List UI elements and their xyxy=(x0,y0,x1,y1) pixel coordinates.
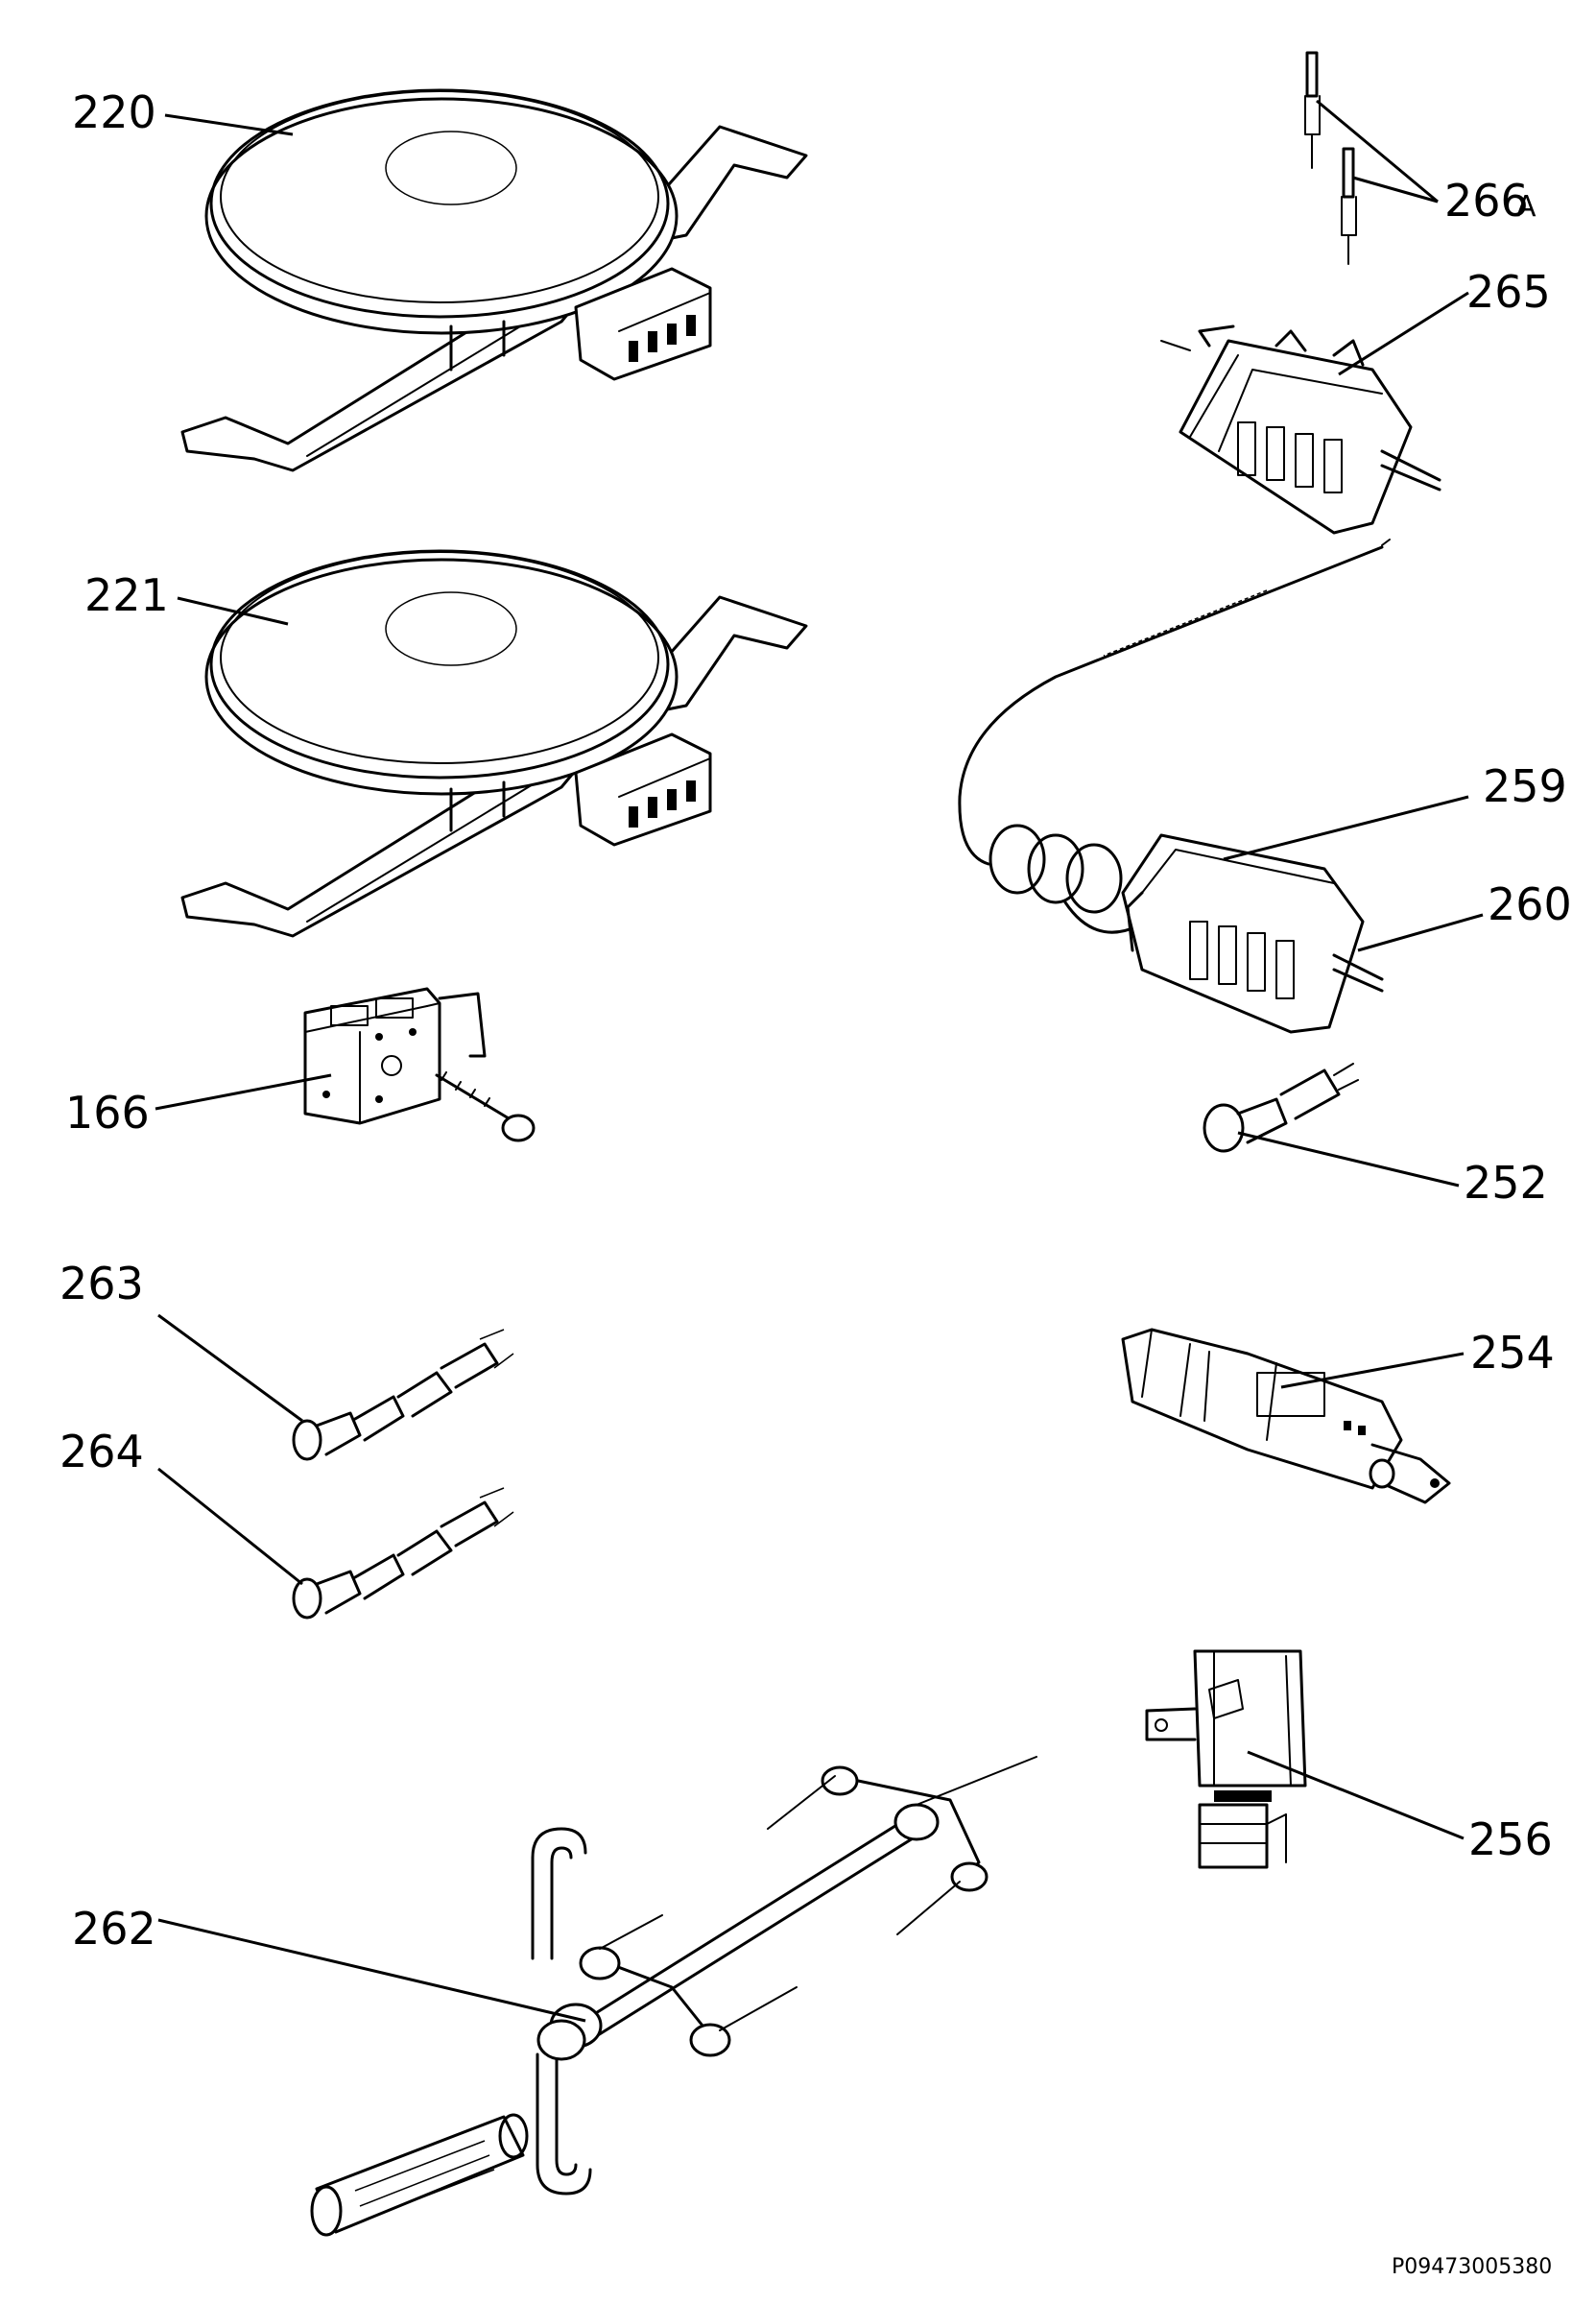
callout-262: 262 xyxy=(72,1903,156,1955)
callout-254: 254 xyxy=(1470,1327,1555,1379)
terminal-block-166 xyxy=(303,987,536,1142)
callout-266: 266 xyxy=(1444,175,1529,227)
probes-266a xyxy=(1304,51,1357,265)
gas-rail-262 xyxy=(310,1756,1037,2237)
callout-259: 259 xyxy=(1483,760,1567,812)
callout-221: 221 xyxy=(84,569,169,621)
callout-166: 166 xyxy=(65,1087,150,1139)
callout-220: 220 xyxy=(72,86,156,138)
callout-264: 264 xyxy=(60,1426,144,1477)
hotplate-220 xyxy=(180,88,808,472)
switch-264 xyxy=(292,1487,514,1620)
thermostat-259-260 xyxy=(958,539,1391,1034)
callout-labels: 220 221 166 263 264 262 266 A 265 259 26… xyxy=(60,86,1572,1955)
document-code: P09473005380 xyxy=(1392,2255,1552,2279)
hotplate-221 xyxy=(180,549,808,938)
lamp-252 xyxy=(1203,1063,1359,1153)
callout-260: 260 xyxy=(1488,878,1572,930)
ignition-generator-254 xyxy=(1121,1328,1451,1504)
callout-265: 265 xyxy=(1466,266,1551,318)
switch-module-256 xyxy=(1145,1649,1307,1869)
selector-switch-265 xyxy=(1160,324,1441,535)
callout-266-suffix: A xyxy=(1516,190,1536,224)
callout-263: 263 xyxy=(60,1258,144,1309)
switch-263 xyxy=(292,1329,514,1461)
callout-256: 256 xyxy=(1468,1813,1553,1865)
callout-252: 252 xyxy=(1464,1157,1548,1209)
leader-lines xyxy=(155,99,1484,2023)
